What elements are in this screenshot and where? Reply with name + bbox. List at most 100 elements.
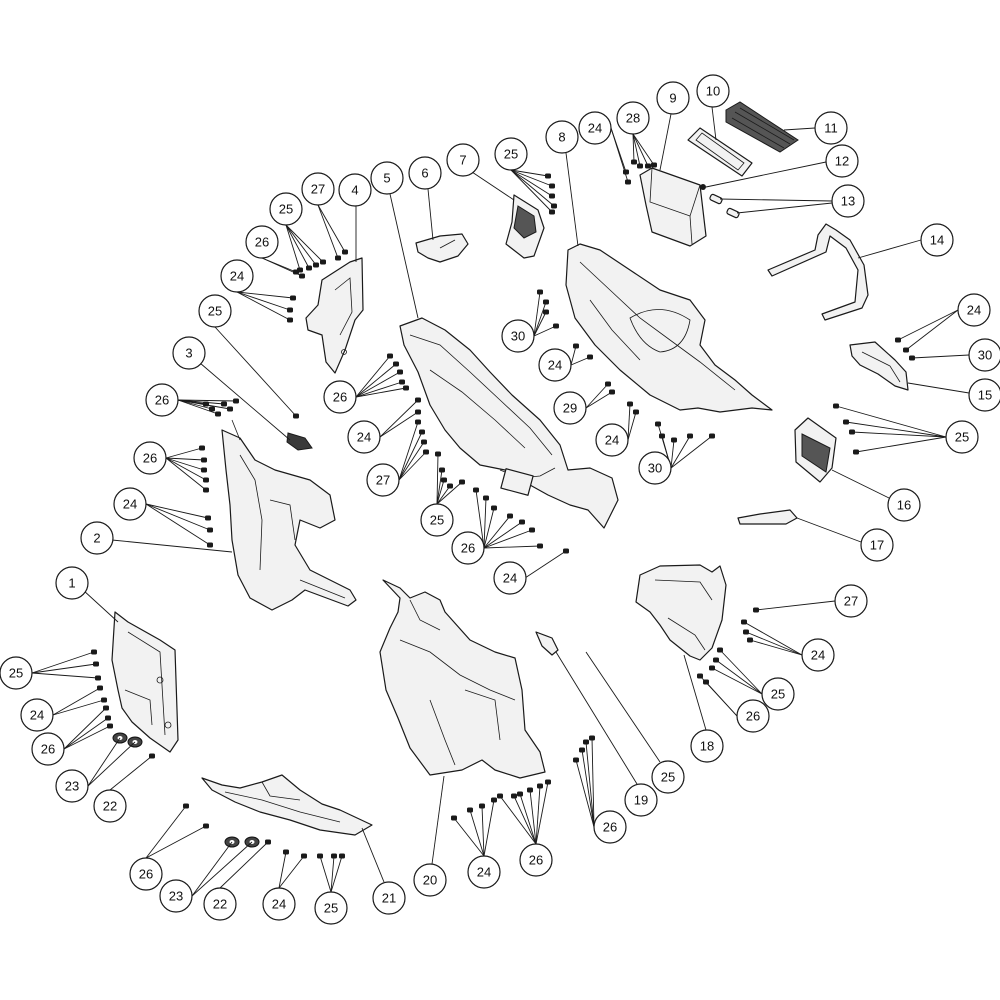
callout-17: 17 bbox=[860, 528, 894, 562]
callout-label: 23 bbox=[169, 889, 183, 904]
fasteners bbox=[31, 127, 970, 897]
fastener-leader bbox=[524, 550, 567, 579]
callout-circle bbox=[887, 488, 921, 522]
fastener-leader bbox=[499, 795, 537, 845]
fastener bbox=[549, 209, 555, 215]
callout-circle bbox=[553, 391, 587, 425]
callout-label: 6 bbox=[421, 166, 428, 181]
part-18-right-rear-panel bbox=[635, 564, 727, 661]
callout-label: 29 bbox=[563, 401, 577, 416]
fastener-leader bbox=[285, 224, 317, 266]
fastener-leader bbox=[177, 399, 225, 405]
fastener bbox=[587, 354, 593, 360]
callout-circle bbox=[736, 699, 770, 733]
fastener-leader bbox=[627, 403, 631, 441]
fastener bbox=[573, 757, 579, 763]
fastener bbox=[221, 401, 227, 407]
part-8-rear-console bbox=[565, 243, 773, 413]
fastener-leader bbox=[355, 387, 407, 398]
callout-label: 24 bbox=[811, 648, 825, 663]
fastener-leader bbox=[510, 169, 553, 213]
callout-label: 24 bbox=[548, 358, 562, 373]
fastener bbox=[393, 361, 399, 367]
callout-circle bbox=[413, 863, 447, 897]
callout-label: 16 bbox=[897, 498, 911, 513]
callout-label: 30 bbox=[978, 348, 992, 363]
fastener bbox=[265, 839, 271, 845]
callout-label: 10 bbox=[706, 84, 720, 99]
callout-label: 27 bbox=[311, 182, 325, 197]
fastener-leader bbox=[632, 133, 655, 166]
part-14-grab-bar bbox=[767, 223, 869, 321]
callout-26: 26 bbox=[133, 441, 167, 475]
part-6-small-cover bbox=[415, 233, 469, 263]
fastener-leader bbox=[165, 447, 203, 459]
fastener bbox=[537, 783, 543, 789]
washer-leader bbox=[87, 741, 136, 787]
fastener bbox=[709, 665, 715, 671]
callout-3: 3 bbox=[172, 336, 206, 370]
callout-2: 2 bbox=[80, 521, 114, 555]
callout-25: 25 bbox=[494, 137, 528, 171]
fastener-leader bbox=[851, 431, 947, 438]
fastener bbox=[543, 309, 549, 315]
fastener-leader bbox=[670, 435, 713, 469]
callout-24: 24 bbox=[538, 348, 572, 382]
callout-25: 25 bbox=[420, 503, 454, 537]
fastener bbox=[339, 853, 345, 859]
fastener bbox=[511, 793, 517, 799]
callout-label: 8 bbox=[558, 130, 565, 145]
fastener-leader bbox=[510, 169, 555, 207]
callout-5: 5 bbox=[370, 161, 404, 195]
callout-label: 14 bbox=[930, 233, 944, 248]
fastener-leader bbox=[31, 663, 97, 674]
fastener-leader bbox=[317, 204, 339, 259]
callout-circle bbox=[957, 293, 991, 327]
callout-label: 25 bbox=[504, 147, 518, 162]
fastener-leader bbox=[510, 169, 549, 177]
callout-label: 25 bbox=[208, 304, 222, 319]
fastener bbox=[403, 385, 409, 391]
callout-circle bbox=[20, 698, 54, 732]
fastener bbox=[209, 406, 215, 412]
callout-circle bbox=[31, 732, 65, 766]
callout-24: 24 bbox=[801, 638, 835, 672]
callout-label: 12 bbox=[835, 154, 849, 169]
fastener-leader bbox=[177, 399, 231, 410]
fastener-leader bbox=[278, 851, 287, 889]
fastener-leader bbox=[483, 507, 495, 549]
fastener-leader bbox=[570, 345, 577, 366]
fastener-leader bbox=[610, 127, 629, 183]
fastener-leader bbox=[436, 485, 451, 505]
part-5-center-frame bbox=[399, 317, 619, 529]
part-11-grille-mat bbox=[725, 101, 799, 153]
fastener-leader bbox=[632, 133, 649, 167]
fastener bbox=[627, 401, 633, 407]
callout-circle bbox=[968, 378, 1000, 412]
callout-25: 25 bbox=[761, 677, 795, 711]
callout-circle bbox=[538, 348, 572, 382]
callout-11: 11 bbox=[814, 111, 848, 145]
part-12-plug bbox=[700, 184, 706, 190]
callout-label: 24 bbox=[605, 433, 619, 448]
fastener bbox=[183, 803, 189, 809]
fastener bbox=[659, 433, 665, 439]
fastener-leader bbox=[165, 457, 207, 481]
callout-circle bbox=[93, 789, 127, 823]
callout-label: 24 bbox=[30, 708, 44, 723]
callout-label: 26 bbox=[255, 235, 269, 250]
fastener bbox=[320, 259, 326, 265]
fastener bbox=[290, 295, 296, 301]
callout-label: 26 bbox=[529, 853, 543, 868]
callout-circle bbox=[220, 259, 254, 293]
fastener bbox=[671, 437, 677, 443]
fastener-leader bbox=[475, 489, 485, 549]
fastener bbox=[549, 183, 555, 189]
fastener-leader bbox=[670, 439, 675, 469]
callout-label: 23 bbox=[65, 779, 79, 794]
fastener-leader bbox=[855, 436, 947, 453]
fastener-leader bbox=[570, 356, 591, 366]
part-3-small-bracket bbox=[286, 432, 313, 451]
fastener-leader bbox=[533, 301, 547, 337]
callout-circle bbox=[269, 192, 303, 226]
